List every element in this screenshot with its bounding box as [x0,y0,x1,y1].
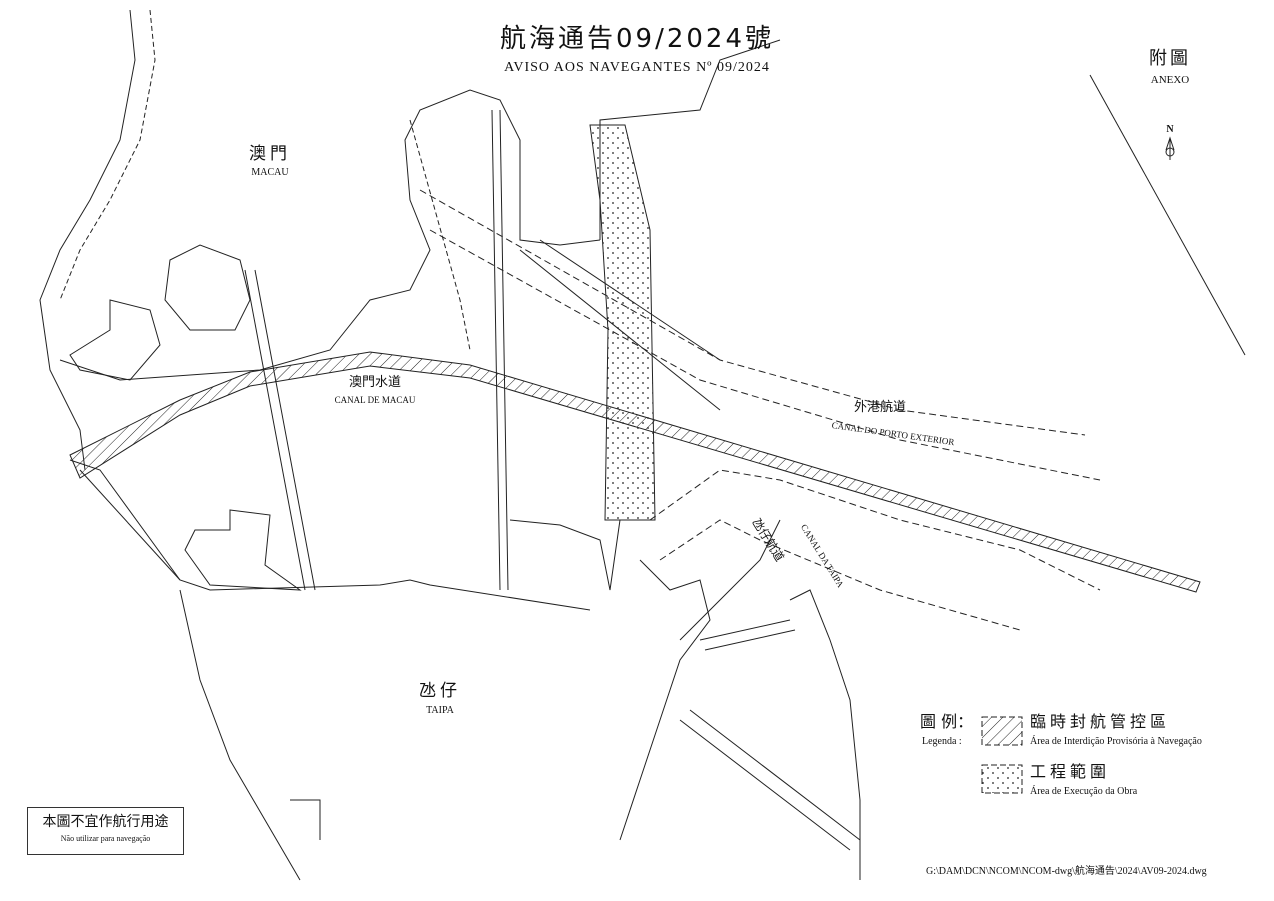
macau-label-pt: MACAU [251,167,289,178]
macau-coast [59,89,601,381]
legend-swatch-dots [981,764,1023,794]
bridge-sai-van [244,269,316,591]
disclaimer-zh: 本圖不宜作航行用途 [42,814,169,830]
nam-van-island [164,244,251,331]
file-path: G:\DAM\DCN\NCOM\NCOM-dwg\航海通告\2024\AV09-… [926,866,1207,877]
legend-swatch-hatch [981,716,1023,746]
legend-item-hatch-zh: 臨時封航管控區 [1030,712,1171,731]
macau-label-zh: 澳門 [249,144,291,164]
interdiction-area [69,351,1201,593]
canal-macau-label-pt: CANAL DE MACAU [334,395,416,405]
taipa-label-zh: 氹仔 [419,681,461,701]
legend-title-pt: Legenda : [922,736,962,747]
legend-item-dots-zh: 工程範圍 [1030,762,1111,781]
taipa-label-pt: TAIPA [426,705,454,716]
north-label: N [1166,124,1174,135]
taipa-coast [179,589,301,881]
north-arrow-icon [1165,136,1175,160]
annex-label-zh: 附圖 [1149,48,1191,69]
bridge-amizade [491,109,509,591]
work-area [589,124,656,521]
reclaimed-land [184,509,302,591]
canal-macau-label-zh: 澳門水道 [348,375,401,390]
legend-item-hatch-pt: Área de Interdição Provisória à Navegaçã… [1030,736,1202,747]
disclaimer-pt: Não utilizar para navegação [60,833,151,843]
canal-porto-exterior-zh: 外港航道 [853,400,907,416]
legend-title-zh: 圖 例： [920,712,974,731]
annex-label-pt: ANEXO [1150,74,1190,86]
page-subtitle: AVISO AOS NAVEGANTES Nº 09/2024 [504,60,770,75]
legend-item-dots-pt: Área de Execução da Obra [1030,786,1138,797]
navigation-disclaimer: 本圖不宜作航行用途 Não utilizar para navegação [27,807,184,855]
page-title: 航海通告09/2024號 [499,24,774,54]
macau-seawall [39,9,136,471]
